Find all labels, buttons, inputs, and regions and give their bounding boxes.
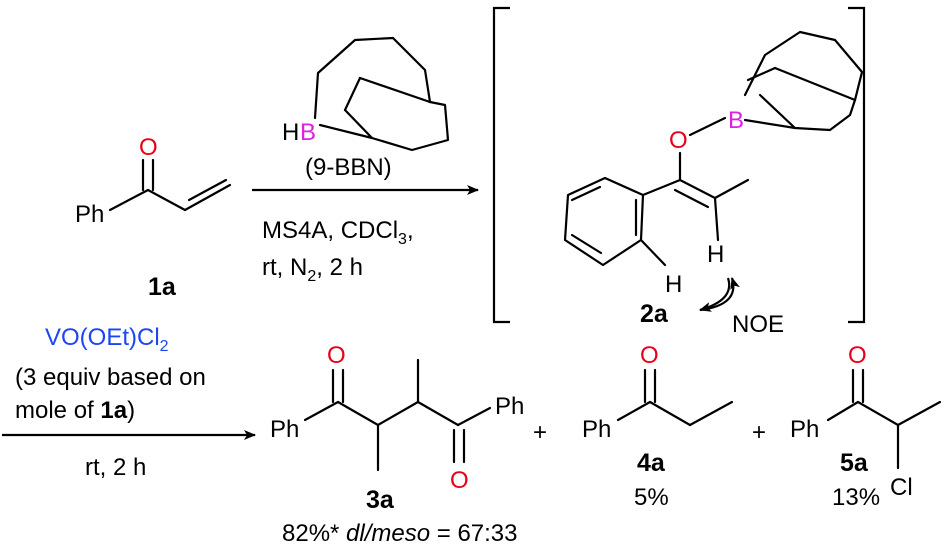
noe-label: NOE (732, 311, 784, 338)
plus-sign: + (752, 419, 766, 446)
boron-label: B (300, 119, 316, 146)
phenyl-label: Ph (790, 416, 819, 443)
condition-line-2: rt, N2, 2 h (262, 254, 363, 285)
boron-label: B (728, 107, 744, 134)
reagent-9bbn: H B (9-BBN) (282, 36, 450, 181)
plus-sign: + (533, 419, 547, 446)
right-bracket (848, 6, 866, 324)
compound-5a: O Ph Cl 5a 13% (790, 342, 942, 511)
hydrogen-label: H (282, 119, 299, 146)
oxygen-label: O (848, 342, 867, 369)
condition-line-1: MS4A, CDCl3, (262, 217, 414, 248)
phenyl-label-right: Ph (495, 393, 524, 420)
compound-4a: O Ph 4a 5% (582, 342, 734, 511)
vanadium-reagent: VO(OEt)Cl2 (45, 324, 169, 355)
compound-label-2a: 2a (640, 300, 669, 328)
vinyl-hydrogen: H (707, 241, 724, 268)
phenyl-label: Ph (582, 416, 611, 443)
noe-arrow (699, 277, 731, 312)
compound-1a: O Ph 1a (75, 134, 232, 301)
oxygen-label: O (640, 342, 659, 369)
oxygen-label: O (450, 467, 469, 494)
phenyl-label-left: Ph (270, 416, 299, 443)
reagent-name: (9-BBN) (305, 154, 392, 181)
compound-label-4a: 4a (637, 449, 666, 477)
step2-conditions: rt, 2 h (85, 454, 146, 481)
chloro-label: Cl (890, 474, 913, 501)
phenyl-label: Ph (75, 201, 104, 228)
ortho-hydrogen: H (665, 271, 682, 298)
intermediate-2a: B O H H 2a NOE (563, 30, 864, 338)
equiv-note-line1: (3 equiv based on (15, 364, 206, 391)
noe-arrow-return (699, 277, 740, 312)
compound-label-5a: 5a (840, 449, 869, 477)
oxygen-label: O (327, 342, 346, 369)
oxygen-label: O (139, 134, 158, 161)
compound-label-3a: 3a (366, 486, 395, 514)
oxygen-label: O (669, 127, 688, 154)
yield-5a: 13% (832, 484, 880, 511)
yield-4a: 5% (634, 484, 669, 511)
yield-3a: 82%* dl/meso = 67:33 (282, 520, 518, 547)
equiv-note-line2: mole of 1a) (15, 397, 135, 424)
compound-3a: O Ph Ph O 3a 82%* dl/meso = 67:33 (270, 342, 524, 547)
left-bracket (492, 6, 510, 324)
compound-label-1a: 1a (148, 273, 177, 301)
